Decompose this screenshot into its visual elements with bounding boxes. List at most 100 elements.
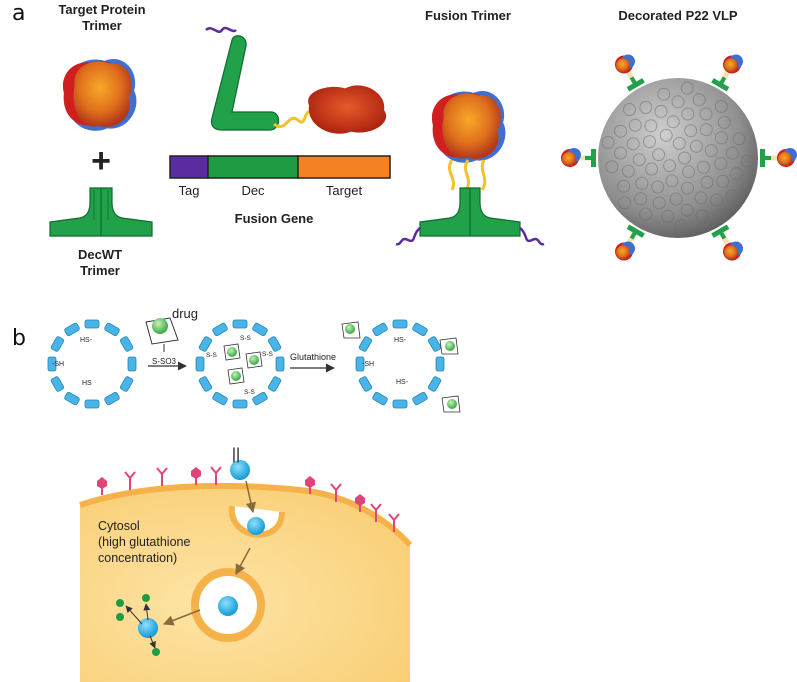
decwt-label-line1: DecWT	[78, 247, 122, 262]
capsid-subunit	[104, 391, 120, 406]
capsid-subunit	[232, 319, 248, 329]
capsid-ring-released	[355, 319, 445, 409]
capsid-subunit	[50, 376, 65, 392]
panel-a-letter: a	[12, 1, 25, 26]
vlp-decoration	[615, 54, 645, 92]
capsid-subunit	[267, 376, 282, 392]
capsid-subunit	[412, 391, 428, 406]
ss-label-1: S-S	[206, 352, 218, 359]
capsid-ring-empty	[47, 319, 137, 409]
gene-segment-target: Target	[326, 183, 363, 198]
capsid-subunit	[392, 399, 408, 409]
fusion-construct-model	[205, 26, 387, 134]
capsid-subunit	[427, 376, 442, 392]
vlp-decoration	[561, 148, 596, 167]
target-trimer-title-line2: Trimer	[82, 18, 122, 33]
ss-label-3: S-S	[262, 351, 274, 358]
membrane-receptor	[355, 494, 365, 512]
ss-label-4: S-S	[244, 389, 256, 396]
capsid-subunit	[50, 336, 65, 352]
capsid-subunit	[392, 319, 408, 329]
capsid-subunit	[252, 391, 268, 406]
membrane-receptor	[305, 476, 315, 494]
drug-molecule	[145, 317, 179, 352]
equivalence-mark: ||	[232, 446, 240, 463]
gene-segment-tag: Tag	[179, 183, 200, 198]
decorated-p22-vlp	[561, 54, 797, 261]
capsid-subunit	[127, 356, 137, 372]
fusion-gene-label: Fusion Gene	[235, 211, 314, 226]
capsid-subunit	[355, 356, 365, 372]
capsid-approaching	[230, 460, 250, 480]
capsid-subunit	[372, 322, 388, 337]
panel-a: a Target Protein Trimer + DecWT Trimer	[12, 1, 797, 278]
capsid-ring-loaded	[195, 319, 285, 409]
capsid-subunit	[119, 376, 134, 392]
capsid-subunit	[64, 391, 80, 406]
membrane-receptor	[156, 467, 168, 486]
cell: Cytosol (high glutathione concentration)	[79, 466, 413, 682]
decwt-trimer	[49, 187, 153, 237]
vlp-decoration	[760, 148, 797, 167]
capsid-subunit	[427, 336, 442, 352]
membrane-receptor	[370, 503, 382, 522]
fusion-gene-bar	[169, 155, 391, 179]
panel-b-letter: b	[12, 326, 26, 351]
capsid-subunit	[252, 322, 268, 337]
capsid-subunit	[412, 322, 428, 337]
sh-label-6: HS-	[396, 379, 409, 386]
target-trimer-title-line1: Target Protein	[58, 2, 145, 17]
capsid-subunit	[212, 322, 228, 337]
capsid-subunit	[198, 376, 213, 392]
capsid-subunit	[232, 399, 248, 409]
vlp-title: Decorated P22 VLP	[618, 8, 738, 23]
capsid-subunit	[275, 356, 285, 372]
capsid-subunit	[47, 356, 57, 372]
vlp-decoration	[615, 224, 645, 261]
membrane-receptor	[97, 477, 107, 495]
capsid-subunit	[64, 322, 80, 337]
sh-label-3: HS	[82, 380, 92, 387]
so3-label: S-SO3	[152, 357, 177, 366]
membrane-receptor	[330, 483, 342, 502]
capsid-subunit	[84, 319, 100, 329]
fusion-trimer-title: Fusion Trimer	[425, 8, 511, 23]
gene-segment-dec: Dec	[241, 183, 265, 198]
membrane-receptor	[124, 471, 136, 490]
drug-label: drug	[172, 306, 198, 321]
internalizing-capsid	[247, 517, 265, 535]
capsid-subunit	[358, 376, 373, 392]
sh-label-4: -SH	[362, 361, 374, 368]
fusion-trimer	[395, 90, 545, 246]
sh-label-5: HS-	[394, 337, 407, 344]
capsid-subunit	[372, 391, 388, 406]
capsid-subunit	[84, 399, 100, 409]
capsid-subunit	[435, 356, 445, 372]
decwt-label-line2: Trimer	[80, 263, 120, 278]
released-capsid	[138, 618, 158, 638]
capsid-subunit	[267, 336, 282, 352]
target-protein-trimer	[62, 58, 137, 131]
capsid-subunit	[119, 336, 134, 352]
capsid-subunit	[198, 336, 213, 352]
bound-drugs	[223, 343, 263, 385]
cytosol-label-line1: Cytosol	[98, 519, 140, 533]
sh-label-2: HS-	[80, 337, 93, 344]
membrane-receptor	[210, 466, 222, 485]
panel-b: b	[12, 306, 461, 682]
capsid-subunit	[195, 356, 205, 372]
cytosol-label-line3: concentration)	[98, 551, 177, 565]
ss-label-2: S-S	[240, 335, 252, 342]
capsid-subunit	[358, 336, 373, 352]
cytosol-label-line2: (high glutathione	[98, 535, 190, 549]
sh-label-1: -SH	[52, 361, 64, 368]
vlp-decoration	[711, 224, 743, 261]
free-drugs	[341, 321, 461, 413]
membrane-receptor	[388, 513, 400, 532]
endosome-capsid	[218, 596, 238, 616]
glutathione-label: Glutathione	[290, 352, 336, 362]
vlp-decoration	[711, 54, 743, 92]
capsid-subunit	[104, 322, 120, 337]
capsid-subunit	[212, 391, 228, 406]
